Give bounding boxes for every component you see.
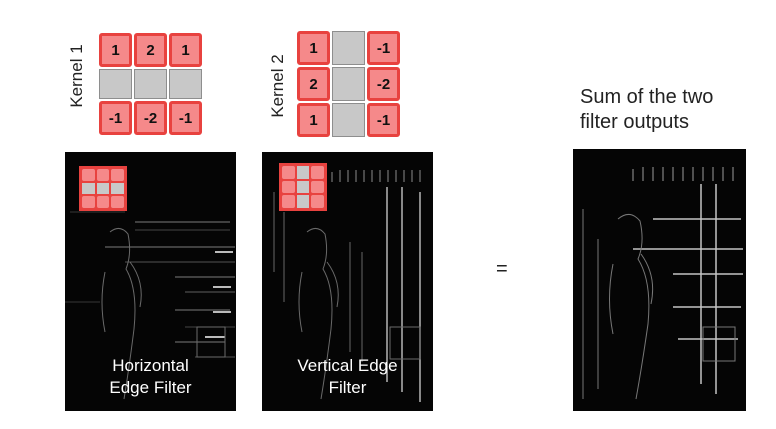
kernel-1-cell: -2 [134, 101, 167, 135]
kernel-2-cell: 1 [297, 31, 330, 65]
kernel-1-cell [99, 69, 132, 99]
kernel-2-cell [332, 67, 365, 101]
kernel-1-cell: 2 [134, 33, 167, 67]
kernel-2-cell: -1 [367, 103, 400, 137]
horizontal-edge-texture [65, 211, 235, 400]
vertical-edge-texture [273, 170, 421, 402]
sum-label: Sum of the two filter outputs [580, 86, 714, 133]
horizontal-filter-caption: Horizontal Edge Filter [109, 356, 192, 397]
sum-edge-texture [582, 167, 743, 400]
kernel-1-cell: -1 [99, 101, 132, 135]
kernel-1-cell: 1 [99, 33, 132, 67]
kernel-1-cell [169, 69, 202, 99]
kernel-2-cell: -1 [367, 31, 400, 65]
kernel-1-cell: 1 [169, 33, 202, 67]
kernel-2-label: Kernel 2 [268, 54, 287, 118]
kernel-2-cell: 2 [297, 67, 330, 101]
kernel-2-matrix: 1 -1 2 -2 1 -1 [297, 31, 400, 137]
kernel-1-cell: -1 [169, 101, 202, 135]
kernel-1-cell [134, 69, 167, 99]
kernel-1-label: Kernel 1 [67, 44, 86, 108]
horizontal-kernel-overlay-icon [79, 166, 127, 211]
kernel-2-cell [332, 103, 365, 137]
vertical-filter-caption: Vertical Edge Filter [297, 356, 398, 397]
sum-output-image [573, 149, 746, 411]
kernel-2-cell: -2 [367, 67, 400, 101]
kernel-2-cell: 1 [297, 103, 330, 137]
kernel-2-cell [332, 31, 365, 65]
vertical-kernel-overlay-icon [279, 163, 327, 211]
kernel-1-matrix: 1 2 1 -1 -2 -1 [99, 33, 202, 135]
equals-sign: = [496, 258, 508, 280]
